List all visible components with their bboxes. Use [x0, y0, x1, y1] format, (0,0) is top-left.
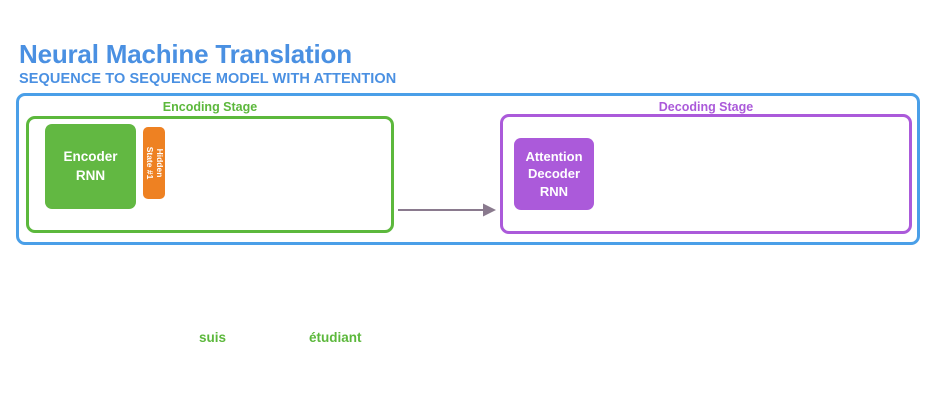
page-subtitle: SEQUENCE TO SEQUENCE MODEL WITH ATTENTIO… — [19, 71, 397, 88]
hidden-state-1-block[interactable]: Hidden State #1 — [143, 127, 165, 199]
page-title: Neural Machine Translation — [19, 39, 352, 69]
title-block: Neural Machine Translation SEQUENCE TO S… — [19, 39, 719, 89]
attention-decoder-rnn-line-3: RNN — [539, 183, 569, 199]
hidden-state-1-line-2: State #1 — [145, 146, 155, 180]
encoding-stage-label: Encoding Stage — [162, 100, 258, 114]
decoding-stage-label: Decoding Stage — [658, 100, 754, 114]
attention-decoder-rnn-line-1: Attention — [525, 148, 583, 164]
hidden-state-1-label: Hidden State #1 — [144, 146, 165, 180]
output-word-suis: suis — [199, 330, 227, 345]
encoder-rnn-line-2: RNN — [75, 167, 106, 183]
encoder-rnn-block[interactable]: Encoder RNN — [45, 124, 136, 209]
encoder-rnn-line-1: Encoder — [63, 149, 118, 165]
attention-decoder-rnn-block[interactable]: Attention Decoder RNN — [514, 138, 594, 210]
output-word-etudiant: étudiant — [309, 330, 362, 345]
attention-decoder-rnn-line-2: Decoder — [527, 166, 581, 182]
hidden-state-1-line-1: Hidden — [154, 148, 165, 178]
stage-connector-arrow-icon — [398, 203, 496, 217]
